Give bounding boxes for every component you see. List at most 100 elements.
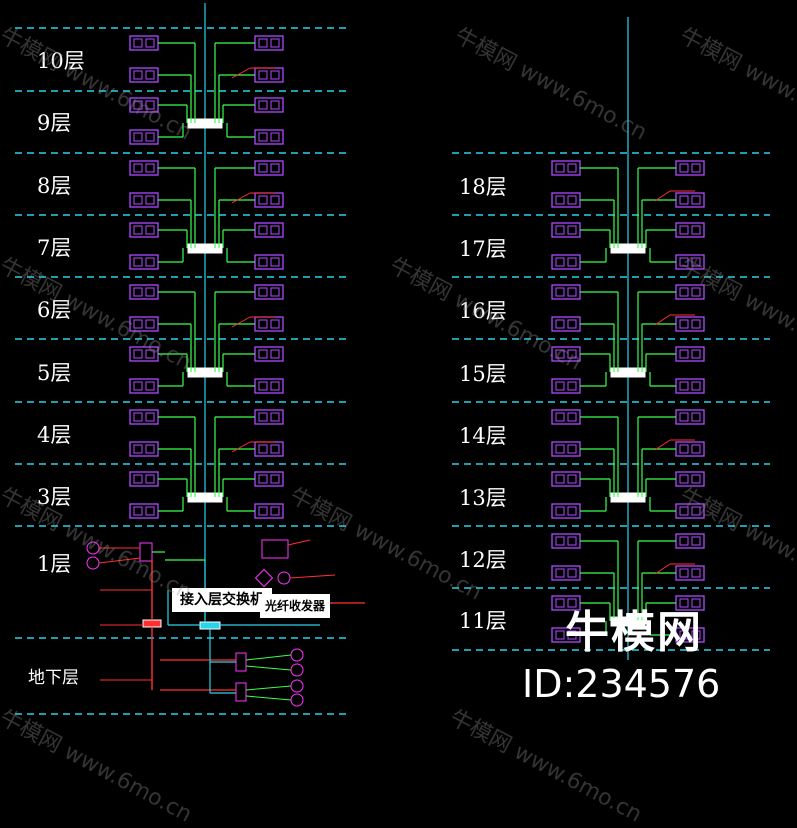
cable-annotation bbox=[654, 190, 671, 202]
outlet-port bbox=[555, 536, 565, 546]
floor-label-18: 18层 bbox=[459, 175, 507, 199]
outlet-port bbox=[133, 444, 143, 454]
floor-label-8: 8层 bbox=[37, 174, 72, 198]
outlet-port bbox=[679, 598, 689, 608]
brand-name: 牛模网 bbox=[565, 607, 703, 658]
wireless-ap bbox=[290, 648, 304, 662]
cable-link bbox=[245, 685, 292, 691]
outlet-port bbox=[679, 195, 689, 205]
cable-annotation bbox=[231, 192, 251, 204]
device-box bbox=[261, 539, 289, 559]
outlet-port bbox=[145, 319, 155, 329]
outlet-port bbox=[145, 195, 155, 205]
patch-panel bbox=[199, 621, 221, 630]
outlet-port bbox=[691, 257, 701, 267]
outlet-port bbox=[691, 568, 701, 578]
outlet-port bbox=[567, 630, 577, 640]
outlet-port bbox=[133, 70, 143, 80]
outlet-port bbox=[258, 195, 268, 205]
outlet-port bbox=[258, 412, 268, 422]
device-diamond bbox=[254, 568, 274, 588]
cable-annotation bbox=[289, 574, 336, 579]
floor-label-10: 10层 bbox=[37, 49, 85, 73]
network-riser-diagram bbox=[15, 3, 770, 715]
outlet-port bbox=[145, 349, 155, 359]
cable-annotation bbox=[287, 539, 311, 546]
cable-annotation bbox=[654, 314, 671, 326]
outlet-port bbox=[691, 287, 701, 297]
cable-link bbox=[245, 695, 292, 701]
outlet-port bbox=[567, 319, 577, 329]
outlet-port bbox=[258, 506, 268, 516]
outlet-port bbox=[270, 195, 280, 205]
outlet-port bbox=[567, 412, 577, 422]
outlet-port bbox=[145, 506, 155, 516]
outlet-port bbox=[567, 598, 577, 608]
outlet-port bbox=[145, 381, 155, 391]
floor-switch bbox=[187, 118, 223, 129]
outlet-port bbox=[270, 474, 280, 484]
floor-label-11: 11层 bbox=[459, 609, 507, 633]
outlet-port bbox=[258, 444, 268, 454]
outlet-port bbox=[270, 70, 280, 80]
outlet-port bbox=[555, 474, 565, 484]
outlet-port bbox=[679, 225, 689, 235]
floor-label-14: 14层 bbox=[459, 424, 507, 448]
outlet-port bbox=[691, 195, 701, 205]
outlet-port bbox=[133, 412, 143, 422]
floor-switch bbox=[187, 243, 223, 254]
outlet-port bbox=[679, 444, 689, 454]
outlet-port bbox=[567, 257, 577, 267]
outlet-port bbox=[258, 381, 268, 391]
brand-id: ID:234576 bbox=[522, 662, 721, 706]
outlet-port bbox=[258, 287, 268, 297]
cable-link bbox=[245, 665, 292, 671]
outlet-port bbox=[145, 132, 155, 142]
outlet-port bbox=[555, 349, 565, 359]
floor-label-5: 5层 bbox=[37, 361, 72, 385]
outlet-port bbox=[679, 506, 689, 516]
outlet-port bbox=[555, 195, 565, 205]
outlet-port bbox=[145, 257, 155, 267]
outlet-port bbox=[679, 349, 689, 359]
outlet-port bbox=[133, 287, 143, 297]
outlet-port bbox=[567, 195, 577, 205]
outlet-port bbox=[258, 349, 268, 359]
outlet-port bbox=[567, 349, 577, 359]
outlet-port bbox=[133, 506, 143, 516]
outlet-port bbox=[270, 38, 280, 48]
cable-link bbox=[245, 654, 292, 661]
outlet-port bbox=[555, 630, 565, 640]
outlet-port bbox=[555, 225, 565, 235]
outlet-port bbox=[555, 412, 565, 422]
outlet-port bbox=[567, 225, 577, 235]
diagram-canvas: 10层 9层 8层 7层 6层 5层 4层 3层 1层 地下层 18层 17层 … bbox=[0, 3, 797, 828]
wireless-ap bbox=[290, 693, 304, 707]
outlet-port bbox=[691, 381, 701, 391]
outlet-port bbox=[691, 506, 701, 516]
outlet-port bbox=[145, 163, 155, 173]
floor-switch bbox=[187, 492, 223, 503]
device-box bbox=[235, 682, 247, 702]
floor-label-17: 17层 bbox=[459, 237, 507, 261]
outlet-port bbox=[258, 474, 268, 484]
outlet-port bbox=[270, 287, 280, 297]
device-box bbox=[235, 652, 247, 672]
outlet-port bbox=[258, 225, 268, 235]
floor-label-9: 9层 bbox=[37, 111, 72, 135]
outlet-port bbox=[555, 381, 565, 391]
device-box bbox=[139, 542, 153, 562]
floor-label-3: 3层 bbox=[37, 485, 72, 509]
floor-label-7: 7层 bbox=[37, 236, 72, 260]
outlet-port bbox=[133, 349, 143, 359]
outlet-port bbox=[567, 444, 577, 454]
outlet-port bbox=[555, 257, 565, 267]
floor-label-13: 13层 bbox=[459, 486, 507, 510]
wireless-ap bbox=[86, 541, 100, 555]
outlet-port bbox=[555, 598, 565, 608]
outlet-port bbox=[258, 38, 268, 48]
outlet-port bbox=[691, 630, 701, 640]
floor-label-12: 12层 bbox=[459, 548, 507, 572]
outlet-port bbox=[270, 412, 280, 422]
floor-label-1: 1层 bbox=[37, 552, 72, 576]
